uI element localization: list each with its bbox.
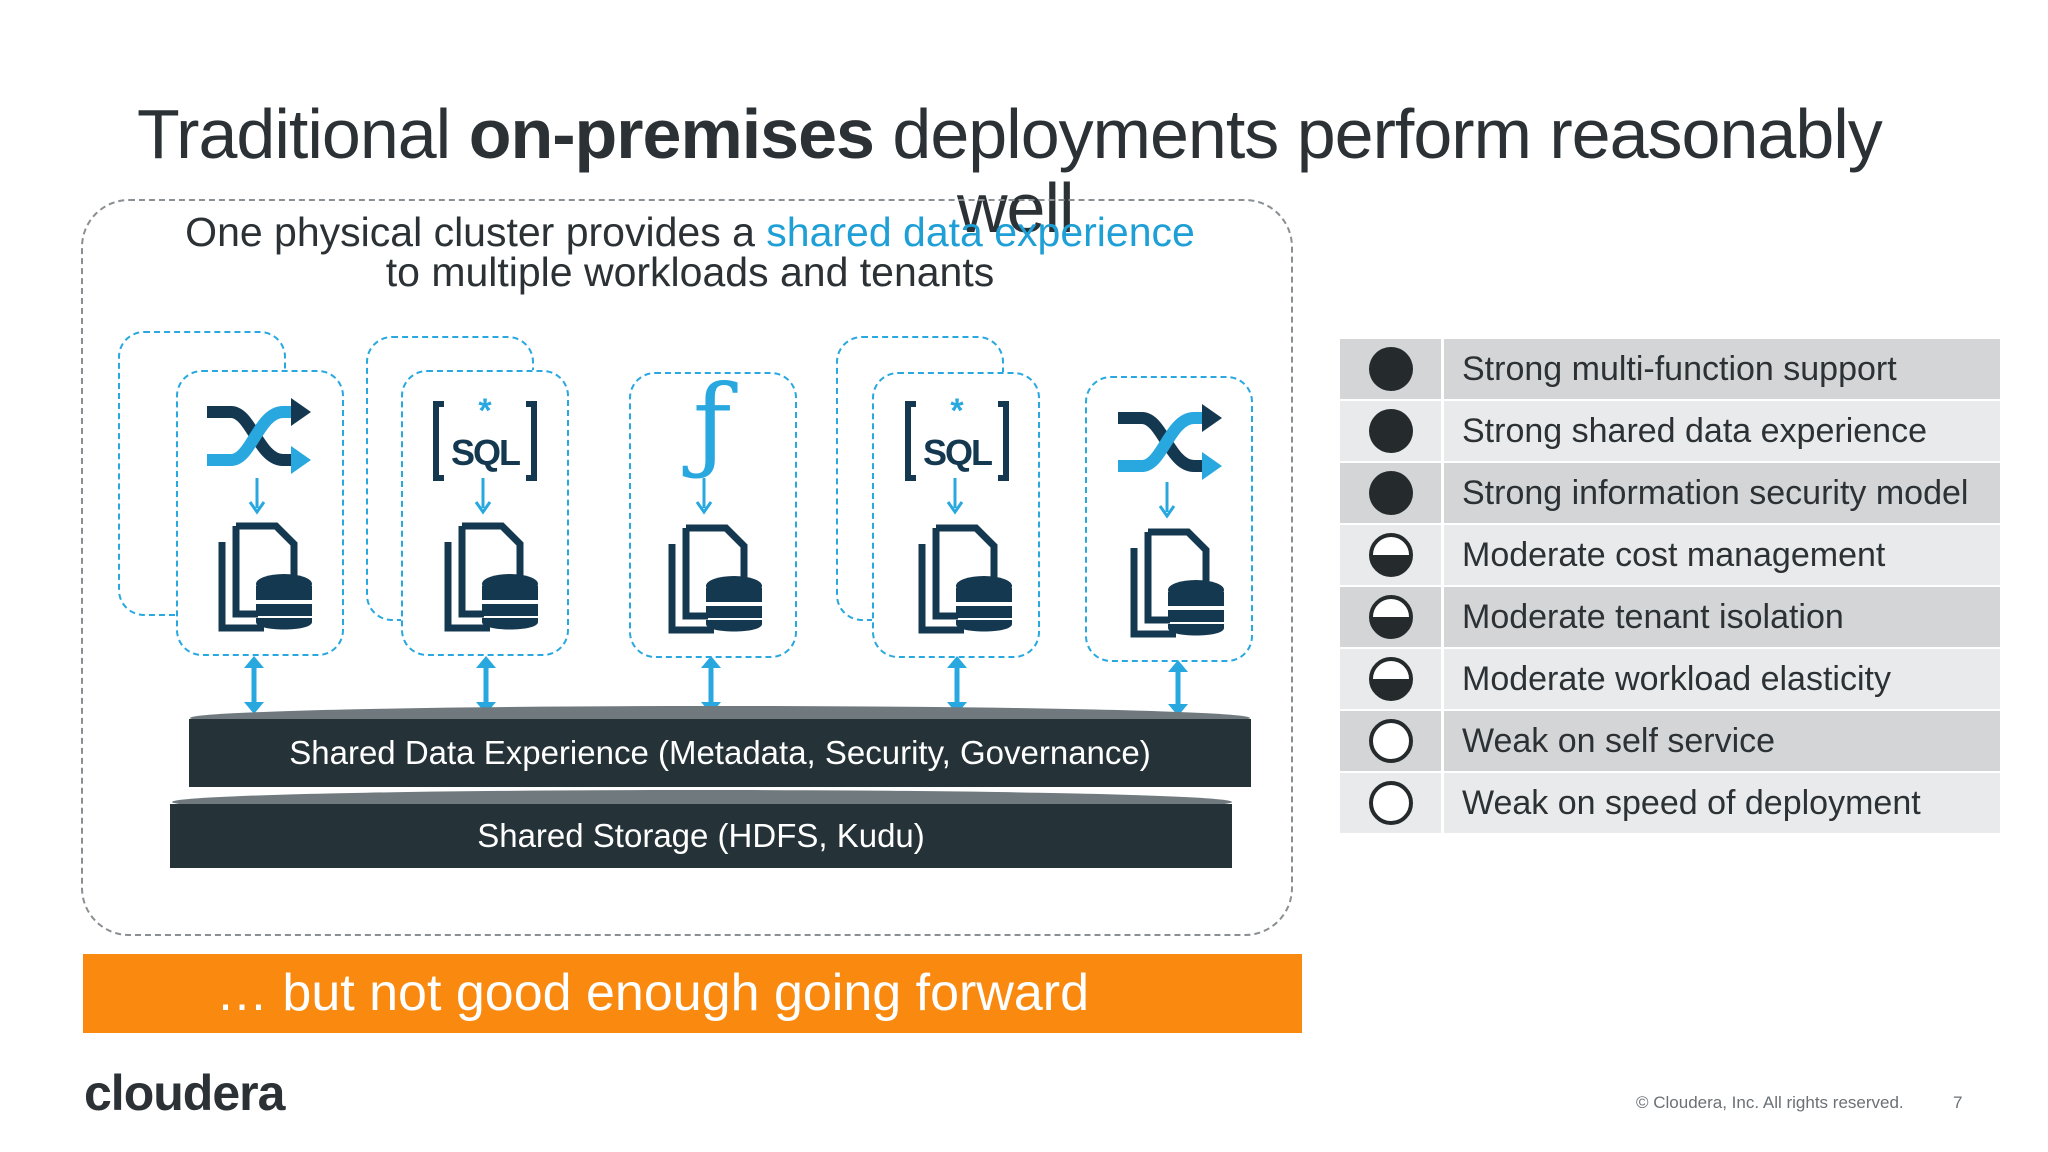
rating-icon-cell [1340, 773, 1444, 833]
bidirectional-arrow-icon [476, 656, 496, 714]
down-arrow-icon [1158, 482, 1176, 519]
sql-icon: * SQL [432, 398, 538, 482]
subtitle-highlight: shared data experience [766, 209, 1195, 255]
rating-icon-cell [1340, 339, 1444, 399]
document-database-icon [668, 524, 762, 634]
shared-storage-layer: Shared Storage (HDFS, Kudu) [170, 804, 1232, 868]
document-database-icon [218, 522, 312, 632]
subtitle-line2: to multiple workloads and tenants [385, 249, 995, 295]
rating-row: Strong multi-function support [1340, 339, 2000, 399]
title-text-post: deployments perform reasonably [873, 95, 1882, 173]
rating-label: Moderate cost management [1462, 535, 1886, 574]
sql-icon: * SQL [904, 398, 1010, 482]
title-text-pre: Traditional [137, 95, 469, 173]
rating-row: Weak on speed of deployment [1340, 773, 2000, 833]
rating-row: Strong information security model [1340, 463, 2000, 523]
rating-icon-cell [1340, 587, 1444, 647]
cloudera-logo: cloudera [84, 1065, 285, 1121]
function-icon: ƒ [692, 362, 732, 484]
svg-text:*: * [950, 398, 964, 430]
harvey-ball-empty-icon [1368, 781, 1413, 825]
rating-icon-cell [1340, 711, 1444, 771]
shuffle-icon [1118, 404, 1222, 480]
title-text-line2: well [957, 169, 1075, 247]
sql-label: SQL [922, 432, 993, 473]
document-database-icon [1130, 528, 1224, 638]
down-arrow-icon [946, 478, 964, 515]
rating-label: Strong shared data experience [1462, 411, 1927, 450]
rating-row: Strong shared data experience [1340, 401, 2000, 461]
rating-label: Strong multi-function support [1462, 349, 1897, 388]
svg-text:*: * [478, 398, 492, 430]
rating-label: Moderate workload elasticity [1462, 659, 1891, 698]
harvey-ball-full-icon [1368, 347, 1413, 391]
page-number: 7 [1953, 1093, 1963, 1112]
harvey-ball-full-icon [1368, 471, 1413, 515]
cluster-subtitle: One physical cluster provides a shared d… [120, 209, 1260, 295]
rating-row: Moderate cost management [1340, 525, 2000, 585]
rating-icon-cell [1340, 463, 1444, 523]
rating-row: Moderate workload elasticity [1340, 649, 2000, 709]
down-arrow-icon [474, 478, 492, 515]
rating-row: Moderate tenant isolation [1340, 587, 2000, 647]
rating-label: Weak on self service [1462, 721, 1776, 760]
harvey-ball-half-icon [1368, 595, 1413, 639]
harvey-ball-half-icon [1368, 657, 1413, 701]
down-arrow-icon [248, 478, 266, 515]
subtitle-pre: One physical cluster provides a [185, 209, 767, 255]
workload-card [176, 370, 344, 656]
bidirectional-arrow-icon [1168, 660, 1188, 716]
rating-row: Weak on self service [1340, 711, 2000, 771]
document-database-icon [918, 524, 1012, 634]
title-text-bold: on-premises [468, 95, 875, 173]
sql-label: SQL [450, 432, 521, 473]
shared-data-experience-layer: Shared Data Experience (Metadata, Securi… [189, 719, 1251, 787]
rating-label: Strong information security model [1462, 473, 1969, 512]
rating-label: Moderate tenant isolation [1462, 597, 1844, 636]
copyright-text: © Cloudera, Inc. All rights reserved. [1636, 1093, 1904, 1112]
rating-icon-cell [1340, 649, 1444, 709]
harvey-ball-full-icon [1368, 409, 1413, 453]
workload-card [401, 370, 569, 656]
bidirectional-arrow-icon [947, 656, 967, 714]
rating-icon-cell [1340, 401, 1444, 461]
cluster-box [81, 199, 1293, 936]
rating-icon-cell [1340, 525, 1444, 585]
harvey-ball-empty-icon [1368, 719, 1413, 763]
harvey-ball-half-icon [1368, 533, 1413, 577]
down-arrow-icon [695, 478, 713, 515]
bidirectional-arrow-icon [244, 656, 264, 714]
shuffle-icon [207, 398, 311, 474]
document-database-icon [444, 522, 538, 632]
conclusion-banner: … but not good enough going forward [83, 954, 1302, 1033]
slide-title: Traditional on-premises deployments perf… [137, 96, 1937, 246]
rating-label: Weak on speed of deployment [1462, 783, 1921, 822]
